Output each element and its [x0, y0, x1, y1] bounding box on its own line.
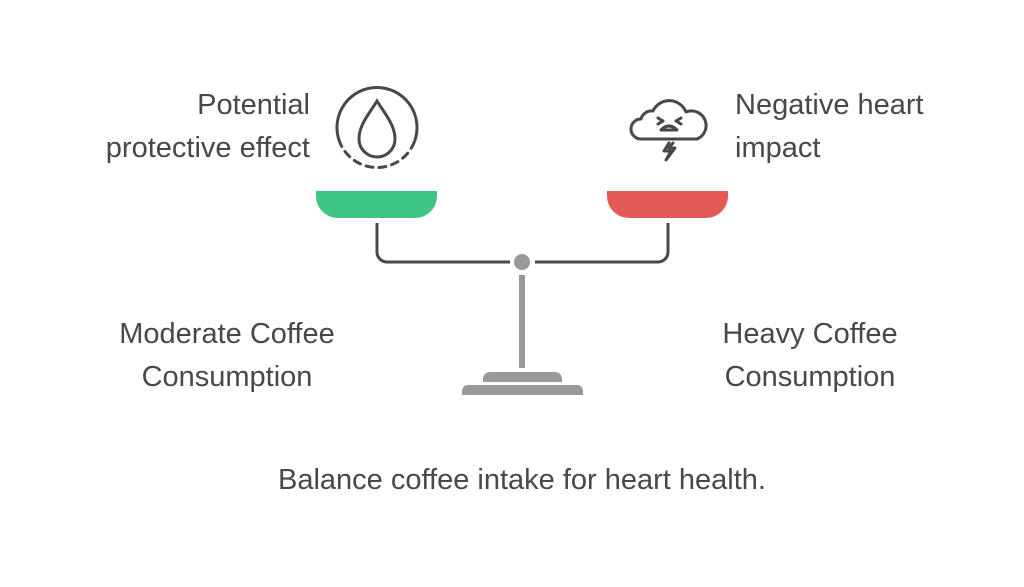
right-label: Heavy Coffee Consumption — [660, 313, 960, 399]
left-label: Moderate Coffee Consumption — [77, 313, 377, 399]
right-pan — [607, 191, 728, 218]
base-bottom — [462, 385, 583, 395]
left-label-line: Moderate Coffee — [119, 318, 335, 350]
left-benefit-line: Potential — [197, 89, 310, 121]
right-label-line: Heavy Coffee — [722, 318, 898, 350]
base-top — [483, 372, 562, 382]
right-benefit-text: Negative heart impact — [735, 84, 924, 170]
pole — [519, 275, 525, 368]
left-label-line: Consumption — [141, 361, 313, 393]
left-benefit-text: Potential protective effect — [106, 84, 310, 170]
caption: Balance coffee intake for heart health. — [278, 464, 766, 496]
left-benefit-line: protective effect — [105, 132, 310, 164]
beam-right — [535, 223, 670, 264]
right-label-line: Consumption — [724, 361, 896, 393]
right-benefit-line: impact — [735, 132, 821, 164]
angry-storm-cloud-icon — [629, 99, 708, 162]
right-benefit-line: Negative heart — [735, 89, 924, 121]
water-drop-icon — [335, 86, 419, 170]
beam-left — [375, 223, 510, 264]
pivot — [514, 254, 530, 270]
left-pan — [316, 191, 437, 218]
